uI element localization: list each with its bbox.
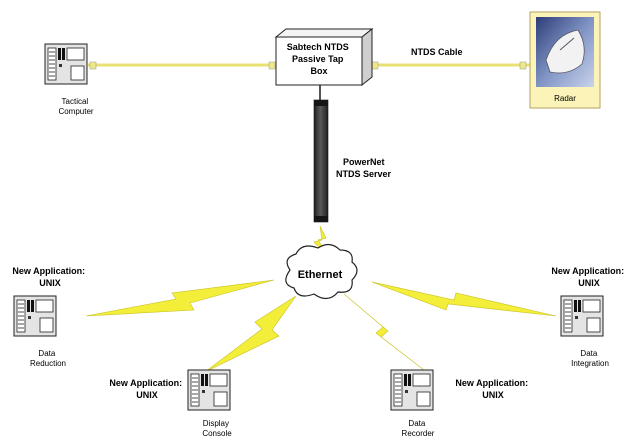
radar-dish-icon bbox=[545, 29, 585, 74]
tactical-computer-icon bbox=[44, 43, 88, 85]
ethernet-cloud: Ethernet bbox=[285, 243, 358, 300]
data-recorder-caption: Data Recorder bbox=[402, 419, 435, 438]
data-recorder-workstation-icon bbox=[390, 369, 434, 411]
ntds-server bbox=[313, 99, 329, 223]
lightning-link-data-integration bbox=[371, 281, 557, 317]
tap-box-label-line: Sabtech NTDS bbox=[287, 42, 349, 52]
data-reduction-workstation-icon bbox=[13, 295, 57, 337]
tap-box-label-line: Passive Tap bbox=[292, 54, 344, 64]
cable-plug bbox=[519, 61, 527, 70]
data-integration-app-label: New Application: UNIX bbox=[551, 266, 626, 288]
data-integration-workstation-icon bbox=[560, 295, 604, 337]
svg-text:Sabtech NTDS Passive Tap: Sabtech NTDS Passive Tap Box bbox=[287, 42, 352, 76]
radar-label: Radar bbox=[554, 94, 576, 103]
tactical-computer-label: Tactical Computer bbox=[58, 97, 93, 116]
ntds-cable-label: NTDS Cable bbox=[411, 47, 463, 57]
data-reduction-caption: Data Reduction bbox=[30, 349, 66, 368]
display-workstation-icon bbox=[187, 369, 231, 411]
passive-tap-box: Sabtech NTDS Passive Tap Box bbox=[274, 27, 374, 87]
data-reduction-app-label: New Application: UNIX bbox=[12, 266, 87, 288]
lightning-link-data-reduction bbox=[85, 279, 275, 317]
display-caption: Display Console bbox=[202, 419, 232, 438]
cable-plug bbox=[268, 61, 276, 70]
radar: Radar bbox=[529, 11, 601, 109]
tap-box-label-line: Box bbox=[310, 66, 327, 76]
display-app-label: New Application: UNIX bbox=[109, 378, 184, 400]
lightning-link-display bbox=[204, 295, 297, 373]
data-recorder-app-label: New Application: UNIX bbox=[455, 378, 530, 400]
data-integration-caption: Data Integration bbox=[571, 349, 609, 368]
cable-plug bbox=[89, 61, 97, 70]
cable-plug bbox=[371, 61, 379, 70]
server-label: PowerNet NTDS Server bbox=[336, 157, 392, 179]
lightning-link-data-recorder bbox=[343, 293, 425, 371]
ethernet-label: Ethernet bbox=[298, 269, 343, 281]
